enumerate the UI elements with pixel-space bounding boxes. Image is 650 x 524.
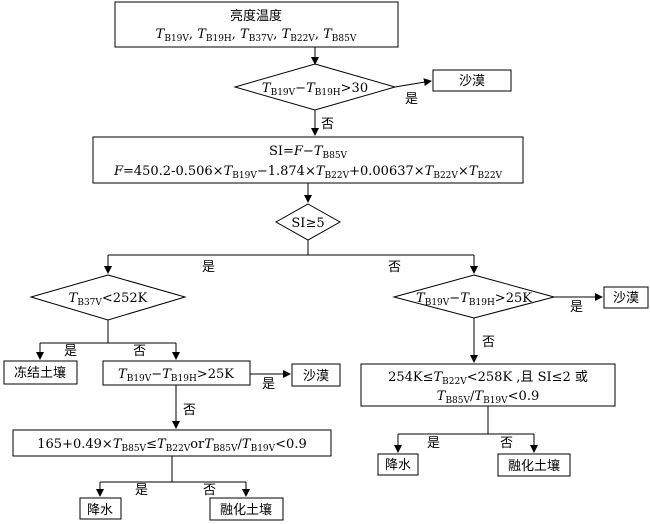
label-b5-yes: 是 xyxy=(262,377,275,392)
start-line-2: TB19V, TB19H, TB37V, TB22V, TB85V xyxy=(156,27,357,44)
label-d1-no: 否 xyxy=(321,117,334,132)
label-b7-no: 否 xyxy=(203,483,216,498)
thawed-right-box xyxy=(497,453,571,477)
label-d3-yes: 是 xyxy=(64,344,77,359)
b7-box xyxy=(12,429,332,457)
desert1-text: 沙漠 xyxy=(459,74,485,89)
b5-box xyxy=(102,360,251,386)
desert3-text: 沙漠 xyxy=(303,369,329,384)
si-box xyxy=(92,136,524,184)
b5-text: TB19V−TB19H>25K xyxy=(118,367,234,384)
edge-d1-desert1 xyxy=(394,78,432,88)
rain-right-box xyxy=(377,453,419,476)
label-b6-no: 否 xyxy=(500,436,513,451)
b7-text: 165+0.49×TB85V≤TB22VorTB85V/TB19V<0.9 xyxy=(37,437,306,454)
label-d2-yes: 是 xyxy=(202,260,215,275)
edge-d3-split xyxy=(40,320,176,344)
desert2-text: 沙漠 xyxy=(613,291,639,306)
desert1-box xyxy=(432,69,512,92)
edge-b7-split xyxy=(100,456,246,483)
edge-d2-split xyxy=(108,240,474,256)
desert3-box xyxy=(291,363,341,387)
thawed-left-box xyxy=(209,497,284,521)
d1-diamond xyxy=(233,63,397,111)
rain-left-text: 降水 xyxy=(87,503,113,518)
thawed-right-text: 融化土壤 xyxy=(508,458,560,474)
label-b6-yes: 是 xyxy=(427,436,440,451)
start-line-1: 亮度温度 xyxy=(230,8,282,24)
start-box xyxy=(114,1,399,48)
label-d4-yes: 是 xyxy=(570,300,583,315)
frozen-box xyxy=(3,360,78,385)
thawed-left-text: 融化土壤 xyxy=(220,502,272,518)
d2-text: SI≥5 xyxy=(291,216,324,231)
d1-text: TB19V−TB19H>30 xyxy=(262,81,368,98)
b6-line-1: 254K≤TB22V<258K ,且 SI≤2 或 xyxy=(388,370,588,387)
d3-text: TB37V<252K xyxy=(69,291,148,308)
label-d2-no: 否 xyxy=(388,260,401,275)
rain-right-text: 降水 xyxy=(385,458,411,473)
edge-b6-split xyxy=(398,406,534,435)
rain-left-box xyxy=(79,497,122,520)
label-b7-yes: 是 xyxy=(135,483,148,498)
si-line-2: F=450.2-0.506×TB19V−1.874×TB22V+0.00637×… xyxy=(113,164,503,181)
b6-line-2: TB85V/TB19V<0.9 xyxy=(437,389,539,406)
label-d4-no: 否 xyxy=(482,335,495,350)
label-b5-no: 否 xyxy=(183,403,196,418)
label-d3-no: 否 xyxy=(133,344,146,359)
si-line-1: SI=F−TB85V xyxy=(269,144,348,161)
frozen-text: 冻结土壤 xyxy=(14,365,66,381)
label-d1-yes: 是 xyxy=(405,92,418,107)
desert2-box xyxy=(603,286,649,309)
d4-text: TB19V−TB19H>25K xyxy=(416,291,532,308)
